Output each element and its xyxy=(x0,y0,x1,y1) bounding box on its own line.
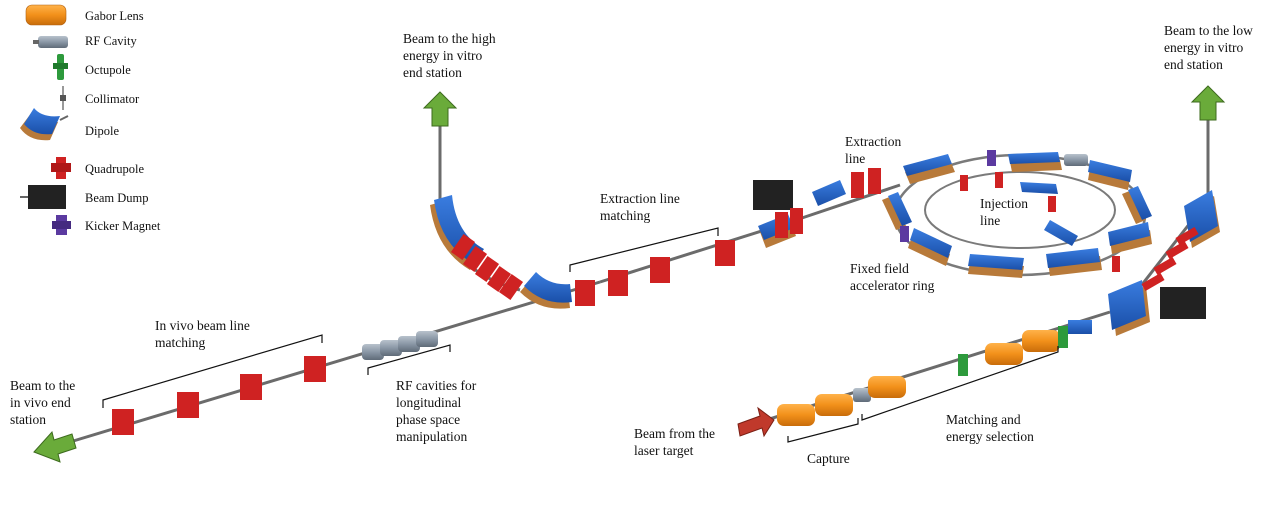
label-extraction-matching: Extraction line matching xyxy=(600,191,683,223)
low-energy-branch xyxy=(1141,190,1220,291)
gabor-lens xyxy=(868,376,906,398)
extraction-quadrupole xyxy=(790,208,803,234)
extraction-beam-dump xyxy=(753,180,793,210)
ring-quadrupole xyxy=(995,172,1003,188)
octupole-icon xyxy=(53,54,68,80)
extraction-dipole xyxy=(812,180,846,206)
beam-arrow-high-energy xyxy=(422,91,458,127)
ring-dipole xyxy=(968,254,1024,278)
injection-dipole xyxy=(1108,280,1150,336)
legend-label-quadrupole: Quadrupole xyxy=(85,162,144,176)
legend-label-octupole: Octupole xyxy=(85,63,131,77)
ring-dipoles xyxy=(882,150,1152,278)
ring-dipole xyxy=(908,228,952,266)
beam-arrow-in-vivo xyxy=(33,430,77,463)
matching-quadrupole xyxy=(575,280,595,306)
in-vivo-quadrupole xyxy=(240,374,262,400)
high-energy-branch xyxy=(430,195,572,309)
legend-label-dipole: Dipole xyxy=(85,124,119,138)
annotations: Beam to the high energy in vitro end sta… xyxy=(10,23,1256,466)
in-vivo-quadrupole xyxy=(304,356,326,382)
in-vivo-quadrupole xyxy=(177,392,199,418)
extraction-line xyxy=(575,168,881,306)
gabor-lens xyxy=(985,343,1023,365)
label-in-vivo-matching: In vivo beam line matching xyxy=(155,318,253,350)
legend-label-rf-cavity: RF Cavity xyxy=(85,34,137,48)
label-in-vivo-end: Beam to the in vivo end station xyxy=(10,378,79,427)
brackets xyxy=(102,227,1059,443)
extraction-quadrupole xyxy=(775,212,788,238)
extraction-quadrupole xyxy=(868,168,881,194)
octupole xyxy=(1058,326,1068,348)
label-low-energy: Beam to the low energy in vitro end stat… xyxy=(1164,23,1256,72)
ring-quadrupole xyxy=(1112,256,1120,272)
label-extraction-line: Extraction line xyxy=(845,134,905,166)
capture-branch xyxy=(777,280,1206,426)
ring-dipole xyxy=(903,154,955,184)
beam-arrow-laser-target xyxy=(737,406,775,438)
kicker-magnet-icon xyxy=(52,215,71,235)
quadrupole-icon xyxy=(51,157,71,179)
label-matching-energy: Matching and energy selection xyxy=(946,412,1034,444)
matching-quadrupole xyxy=(715,240,735,266)
legend-label-collimator: Collimator xyxy=(85,92,140,106)
rf-cavity xyxy=(853,388,871,402)
ring-dipole xyxy=(882,192,912,230)
rf-cavity-icon xyxy=(33,36,68,48)
legend: Gabor Lens RF Cavity Octupole Collimator… xyxy=(20,4,161,235)
beam-arrow-low-energy xyxy=(1190,85,1226,121)
ring-dipole xyxy=(1122,186,1152,224)
ring-dipole xyxy=(1046,248,1102,276)
ring-kicker xyxy=(900,226,909,242)
gabor-lens xyxy=(815,394,853,416)
octupole xyxy=(958,354,968,376)
ring-dipole xyxy=(1108,222,1152,254)
injection-beam-dump xyxy=(1160,287,1206,319)
dipole-icon xyxy=(20,108,69,141)
in-vivo-branch xyxy=(112,331,438,435)
label-injection-line: Injection line xyxy=(980,196,1031,228)
label-ring: Fixed field accelerator ring xyxy=(850,261,935,293)
legend-label-kicker-magnet: Kicker Magnet xyxy=(85,219,161,233)
gabor-lens xyxy=(777,404,815,426)
legend-label-gabor-lens: Gabor Lens xyxy=(85,9,144,23)
label-capture: Capture xyxy=(807,451,850,466)
rf-cavity-series xyxy=(362,331,438,360)
collimator-icon xyxy=(60,86,66,110)
ring-dipole xyxy=(1044,220,1078,246)
matching-quadrupole xyxy=(608,270,628,296)
label-laser-target: Beam from the laser target xyxy=(634,426,718,458)
ring-kicker xyxy=(987,150,996,166)
ring-quadrupole xyxy=(960,175,968,191)
label-rf-cavities: RF cavities for longitudinal phase space… xyxy=(396,378,480,444)
label-high-energy: Beam to the high energy in vitro end sta… xyxy=(403,31,499,80)
ring-dipole xyxy=(1008,152,1062,172)
legend-label-beam-dump: Beam Dump xyxy=(85,191,149,205)
ring-dipole xyxy=(1088,160,1132,190)
ring-rf-cavity xyxy=(1064,154,1088,166)
in-vivo-quadrupole xyxy=(112,409,134,435)
matching-quadrupole xyxy=(650,257,670,283)
gabor-lens-icon xyxy=(25,4,67,26)
gabor-lens xyxy=(1022,330,1060,352)
ring-dipole xyxy=(1020,182,1058,194)
beam-dump-icon xyxy=(20,185,66,209)
extraction-quadrupole xyxy=(851,172,864,198)
ring-quadrupole xyxy=(1048,196,1056,212)
